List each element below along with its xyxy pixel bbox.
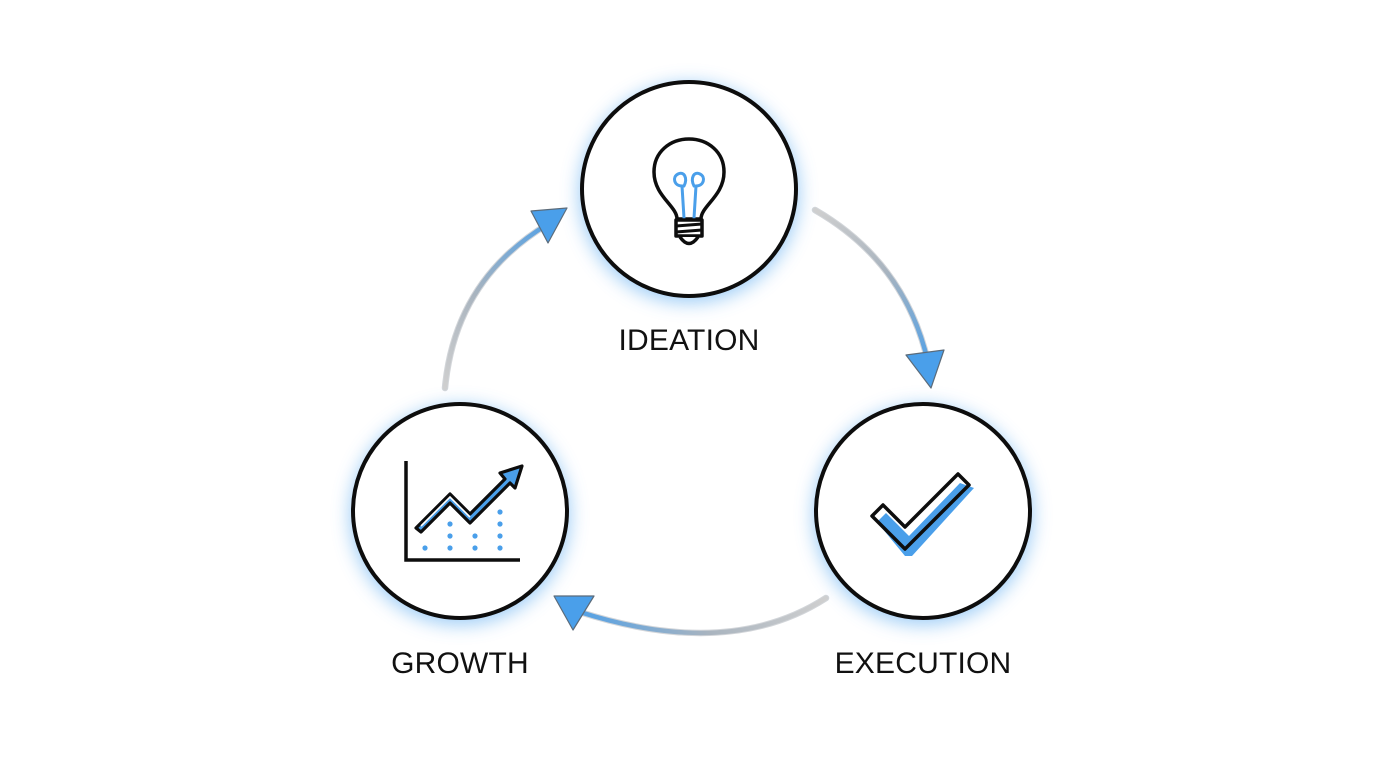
- arrow-ideation-to-execution: [811, 206, 945, 389]
- arrow-growth-to-ideation: [441, 207, 568, 392]
- node-growth: [350, 402, 570, 625]
- lightbulb-icon: [652, 137, 726, 246]
- growth-chart-icon: [404, 461, 524, 562]
- node-ideation: [579, 80, 799, 303]
- arrow-execution-to-growth: [553, 594, 830, 637]
- node-execution: [813, 402, 1033, 625]
- label-execution: EXECUTION: [834, 647, 1012, 680]
- node-circle: [580, 80, 798, 298]
- checkmark-icon: [870, 472, 974, 556]
- label-growth: GROWTH: [391, 647, 529, 680]
- label-ideation: IDEATION: [618, 324, 760, 357]
